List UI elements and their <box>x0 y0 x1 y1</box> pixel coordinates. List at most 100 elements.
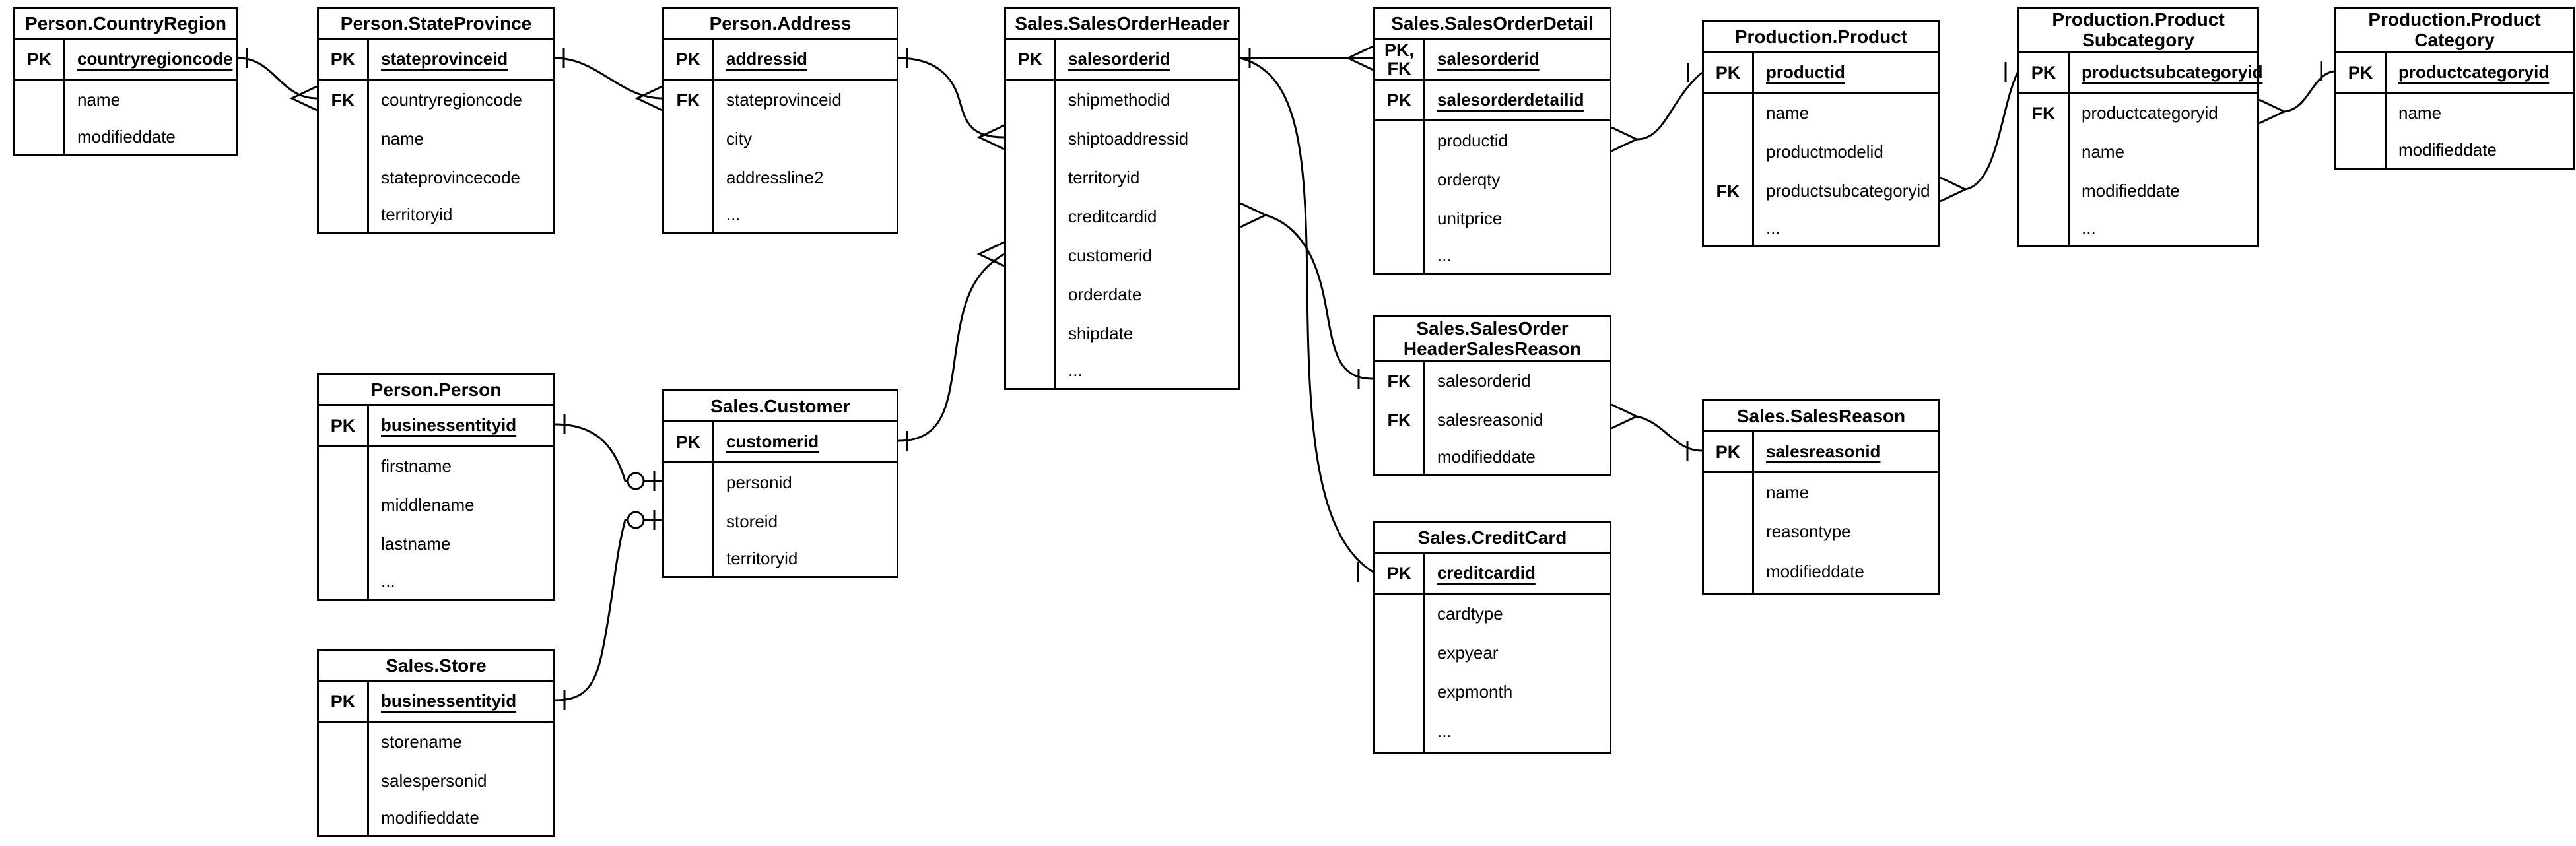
key-badge <box>319 119 369 158</box>
attribute-name: modifieddate <box>2082 181 2180 201</box>
attribute-name: stateprovinceid <box>726 90 842 110</box>
attribute-name: name <box>1766 103 1810 123</box>
entity-title: Person.StateProvince <box>319 9 553 40</box>
relationship-salesorderdetail-product <box>1611 63 1703 152</box>
key-badge: PK, FK <box>1375 40 1425 79</box>
key-badge: PK <box>1704 53 1754 92</box>
key-badge: PK <box>319 682 369 721</box>
key-badge: FK <box>2019 94 2070 133</box>
attribute-name: expyear <box>1437 643 1499 663</box>
key-badge <box>664 158 714 197</box>
key-badge <box>1006 236 1056 275</box>
relationship-productsubcategory-productcategory <box>2258 61 2335 125</box>
attribute-name: territoryid <box>726 548 798 568</box>
key-badge: PK <box>1006 40 1056 79</box>
key-badge <box>1006 197 1056 236</box>
entity-title: Sales.SalesReason <box>1704 401 1938 432</box>
attribute-name: salesorderdetailid <box>1437 90 1584 110</box>
key-badge <box>1704 133 1754 172</box>
key-badge <box>1006 314 1056 353</box>
attribute-name: countryregioncode <box>381 90 522 110</box>
attribute-name: addressid <box>726 49 807 69</box>
attribute-name: orderqty <box>1437 170 1501 189</box>
key-badge <box>319 564 369 599</box>
attribute-name: name <box>2398 103 2442 123</box>
key-badge: PK <box>1704 432 1754 471</box>
attribute-name: ... <box>726 205 741 224</box>
key-badge <box>1375 595 1425 634</box>
key-badge: PK <box>1375 81 1425 119</box>
attribute-name: name <box>1766 482 1810 502</box>
attribute-name: personid <box>726 472 792 492</box>
key-badge <box>1006 275 1056 314</box>
key-badge <box>664 463 714 502</box>
key-badge <box>15 81 65 119</box>
key-badge <box>1006 158 1056 197</box>
key-badge: PK <box>2019 53 2070 92</box>
key-badge <box>2019 211 2070 245</box>
relationship-countryregion-stateprovince <box>238 48 318 112</box>
attribute-name: salespersonid <box>381 771 487 791</box>
attribute-name: modifieddate <box>381 808 479 828</box>
key-badge <box>319 447 369 486</box>
key-badge: FK <box>1704 172 1754 211</box>
attribute-name: creditcardid <box>1437 563 1536 583</box>
key-badge: FK <box>1375 362 1425 401</box>
relationship-salesorderheader-salesorderdetail <box>1240 45 1374 71</box>
entity-title: Sales.Store <box>319 651 553 682</box>
attribute-name: salesorderid <box>1437 371 1531 391</box>
entity-title: Person.Person <box>319 375 553 406</box>
entity-title: Sales.SalesOrderDetail <box>1375 9 1610 40</box>
attribute-name: name <box>2082 142 2125 162</box>
attribute-name: salesreasonid <box>1437 410 1543 430</box>
key-badge: FK <box>319 81 369 119</box>
key-badge <box>2336 133 2387 168</box>
attribute-name: storename <box>381 732 462 752</box>
entity-title: Person.Address <box>664 9 897 40</box>
key-badge <box>1006 81 1056 119</box>
attribute-name: name <box>381 129 424 148</box>
attribute-name: city <box>726 129 752 148</box>
key-badge <box>1704 211 1754 245</box>
key-badge: PK <box>2336 53 2387 92</box>
attribute-name: countryregioncode <box>77 49 233 69</box>
attribute-name: customerid <box>1068 245 1153 265</box>
attribute-name: modifieddate <box>1437 447 1536 467</box>
relationship-stateprovince-address <box>555 48 663 112</box>
key-badge <box>1704 473 1754 512</box>
key-badge: PK <box>15 40 65 79</box>
key-badge: PK <box>319 40 369 79</box>
attribute-name: stateprovincecode <box>381 168 521 187</box>
key-badge <box>1006 119 1056 158</box>
key-badge: FK <box>664 81 714 119</box>
attribute-name: ... <box>1068 360 1083 380</box>
key-badge <box>1704 512 1754 551</box>
attribute-name: productcategoryid <box>2398 62 2550 82</box>
key-badge <box>319 197 369 232</box>
key-badge <box>664 119 714 158</box>
attribute-name: ... <box>2082 218 2096 238</box>
key-badge <box>1375 711 1425 752</box>
attribute-name: expmonth <box>1437 682 1513 701</box>
attribute-name: businessentityid <box>381 415 517 435</box>
attribute-name: shipdate <box>1068 323 1134 343</box>
relationship-salesorderheader-headersalesreason <box>1240 202 1374 389</box>
attribute-name: modifieddate <box>2398 140 2497 160</box>
key-badge <box>2019 133 2070 172</box>
attribute-name: ... <box>1437 721 1452 741</box>
